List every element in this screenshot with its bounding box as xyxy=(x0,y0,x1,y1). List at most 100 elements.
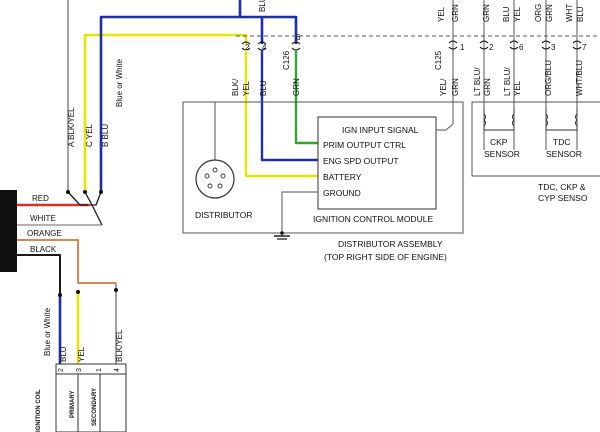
distributor-contact-right xyxy=(220,173,226,179)
label-c-yel: C YEL xyxy=(85,123,94,147)
coil-pin2: 2 xyxy=(58,368,65,372)
coil-body xyxy=(55,373,127,432)
label-blkyel-1: BLK/ xyxy=(231,78,240,96)
wire-blu-to-c126 xyxy=(240,15,298,44)
harness-black-label: BLACK xyxy=(30,245,57,254)
label-blu-lower: BLU xyxy=(259,80,268,96)
right-w2-b: GRN xyxy=(483,78,492,96)
coil-secondary-label: SECONDARY xyxy=(92,388,98,426)
right-top-blu-yel: YEL xyxy=(513,6,522,22)
assembly-caption-2: (TOP RIGHT SIDE OF ENGINE) xyxy=(324,252,447,262)
label-blue-or-white-top: Blue or White xyxy=(115,58,124,107)
coil-blkyel-dot xyxy=(114,288,118,292)
label-grn-lower: GRN xyxy=(292,78,301,96)
sensor-box xyxy=(471,101,600,177)
coil-blue-or-white: Blue or White xyxy=(43,307,52,356)
right-w2-a: LT BLU/ xyxy=(473,67,482,96)
right-w3-a: LT BLU/ xyxy=(503,67,512,96)
right-w3-b: YEL xyxy=(513,80,522,96)
terminal-b xyxy=(99,190,103,194)
coil-pin1: 1 xyxy=(96,368,103,372)
c125-terminal-1 xyxy=(448,40,458,50)
coil-blu-label: BLU xyxy=(59,346,68,362)
right-w5: WHT/BLU xyxy=(575,60,584,96)
c126-id: C126 xyxy=(282,50,291,70)
coil-blkyel-label: BLK/YEL xyxy=(115,329,124,362)
distributor-assembly-box xyxy=(182,101,464,234)
icm-ground-wire xyxy=(281,191,318,236)
distributor-contact-br xyxy=(217,183,223,189)
icm-pin-battery: BATTERY xyxy=(323,172,362,182)
right-top-wht-blu: BLU xyxy=(576,6,585,22)
icm-title: IGNITION CONTROL MODULE xyxy=(313,214,433,224)
right-top-blu: BLU xyxy=(502,6,511,22)
chassis-ground-dot xyxy=(280,231,284,235)
harness-plug xyxy=(0,190,17,272)
harness-white-label: WHITE xyxy=(30,214,56,223)
c126-pin4: 4 xyxy=(262,43,267,52)
ckp-label-1: CKP xyxy=(490,137,508,147)
distributor-cap xyxy=(195,159,235,199)
label-blkyel-2: YEL xyxy=(242,80,251,96)
icm-pin-ign-input: IGN INPUT SIGNAL xyxy=(342,125,419,135)
terminal-a xyxy=(66,190,70,194)
coil-pin3: 3 xyxy=(76,368,83,372)
c126-pin6: 6 xyxy=(296,33,301,42)
c125-pin1: 1 xyxy=(460,43,465,52)
c125-pin6: 6 xyxy=(519,43,524,52)
coil-primary-label: PRIMARY xyxy=(70,391,76,418)
right-top-wht: WHT xyxy=(565,4,574,22)
c125-id: C125 xyxy=(434,50,443,70)
icm-pin-eng-spd: ENG SPD OUTPUT xyxy=(323,156,399,166)
label-a-blkyel: A BLK/YEL xyxy=(67,107,76,147)
label-blu-top: BLU xyxy=(258,0,267,12)
right-top-grn: GRN xyxy=(482,4,491,22)
harness-orange-label: ORANGE xyxy=(27,229,62,238)
distributor-label: DISTRIBUTOR xyxy=(195,210,252,220)
wire-a-crossover xyxy=(67,191,88,206)
sensor-group-label-2: CYP SENSO xyxy=(538,193,588,203)
coil-title: IGNITION COIL xyxy=(36,389,42,432)
coil-yel-dot xyxy=(76,290,80,294)
sensor-group-label-1: TDC, CKP & xyxy=(538,182,586,192)
c125-terminal-3 xyxy=(541,40,551,50)
coil-blu-dot xyxy=(58,293,62,297)
coil-pin4: 4 xyxy=(114,368,121,372)
terminal-c xyxy=(83,190,87,194)
ckp-coil xyxy=(483,108,515,131)
c125-terminal-7 xyxy=(572,40,582,50)
c125-pin2: 2 xyxy=(489,43,494,52)
tdc-coil xyxy=(545,108,578,131)
harness-black-wire xyxy=(17,254,61,295)
wire-blu-to-engspd xyxy=(260,50,318,162)
right-w4: ORG/BLU xyxy=(544,60,553,96)
distributor-contact-left xyxy=(204,173,210,179)
assembly-caption-1: DISTRIBUTOR ASSEMBLY xyxy=(338,239,443,249)
icm-pin-prim-output: PRIM OUTPUT CTRL xyxy=(323,140,406,150)
right-top-yel: YEL xyxy=(437,6,446,22)
label-b-blu: B BLU xyxy=(101,124,110,147)
harness-red-label: RED xyxy=(32,194,49,203)
wire-ign-input xyxy=(436,50,454,131)
ckp-label-2: SENSOR xyxy=(484,149,520,159)
ignition-control-module-box xyxy=(317,116,437,210)
right-w1-b: GRN xyxy=(451,78,460,96)
wire-c-yel xyxy=(83,33,248,192)
right-top-org-grn: GRN xyxy=(545,4,554,22)
wire-grn-to-primout xyxy=(294,50,318,145)
c125-terminal-6 xyxy=(509,40,519,50)
c125-pin7: 7 xyxy=(582,43,587,52)
right-top-yel-grn: GRN xyxy=(451,4,460,22)
right-w1-a: YEL/ xyxy=(439,78,448,96)
tdc-label-1: TDC xyxy=(553,137,570,147)
wire-blkyel-to-battery xyxy=(244,50,318,178)
distributor-contact-top xyxy=(212,167,218,173)
coil-yel-label: YEL xyxy=(77,346,86,362)
c125-terminal-2 xyxy=(479,40,489,50)
harness-orange-wire xyxy=(17,239,116,284)
wire-b-crossover xyxy=(90,191,102,206)
distributor-contact-bl xyxy=(207,183,213,189)
icm-pin-ground: GROUND xyxy=(323,188,361,198)
c125-pin3: 3 xyxy=(551,43,556,52)
